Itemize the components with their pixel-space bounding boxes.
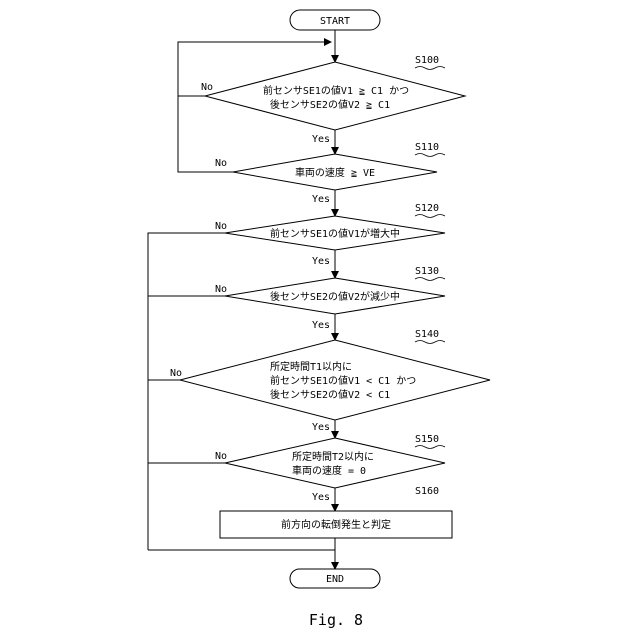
s160-line-1: 前方向の転倒発生と判定 [281, 518, 391, 531]
s110-no-label: No [215, 158, 227, 169]
s110-leader [415, 154, 445, 157]
connector-s120-no [148, 233, 225, 550]
s130-step-label: S130 [415, 266, 439, 277]
s110-yes-label: Yes [312, 194, 330, 205]
decision-s150 [225, 438, 445, 488]
s100-step-label: S100 [415, 55, 439, 66]
s140-no-label: No [170, 368, 182, 379]
s120-no-label: No [215, 221, 227, 232]
s100-yes-label: Yes [312, 134, 330, 145]
s150-yes-label: Yes [312, 492, 330, 503]
s110-line-1: 車両の速度 ≧ VE [295, 166, 375, 179]
s100-line-1: 前センサSE1の値V1 ≧ C1 かつ [263, 84, 409, 97]
s150-no-label: No [215, 451, 227, 462]
s110-step-label: S110 [415, 142, 439, 153]
s130-line-1: 後センサSE2の値V2が減少中 [270, 290, 400, 303]
s130-no-label: No [215, 284, 227, 295]
s120-step-label: S120 [415, 203, 439, 214]
s130-yes-label: Yes [312, 320, 330, 331]
end-label: END [326, 574, 344, 585]
s100-leader [415, 67, 445, 70]
s140-leader [415, 341, 445, 344]
s150-line-2: 車両の速度 = 0 [292, 464, 366, 477]
start-label: START [320, 16, 350, 27]
s130-leader [415, 278, 445, 281]
s100-no-label: No [201, 82, 213, 93]
s140-line-3: 後センサSE2の値V2 < C1 [270, 388, 390, 401]
s140-yes-label: Yes [312, 422, 330, 433]
figure-caption: Fig. 8 [309, 611, 363, 629]
s160-step-label: S160 [415, 486, 439, 497]
s140-line-1: 所定時間T1以内に [270, 360, 352, 373]
s140-line-2: 前センサSE1の値V1 < C1 かつ [270, 374, 416, 387]
s120-leader [415, 215, 445, 218]
s150-line-1: 所定時間T2以内に [292, 450, 374, 463]
s150-step-label: S150 [415, 434, 439, 445]
s100-line-2: 後センサSE2の値V2 ≧ C1 [270, 98, 390, 111]
s120-yes-label: Yes [312, 256, 330, 267]
s120-line-1: 前センサSE1の値V1が増大中 [270, 227, 400, 240]
s140-step-label: S140 [415, 329, 439, 340]
s150-leader [415, 446, 445, 449]
